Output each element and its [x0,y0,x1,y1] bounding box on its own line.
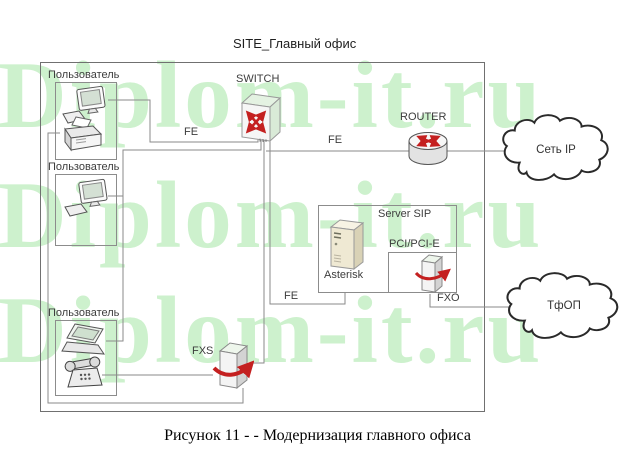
line-user1-pc-to-switch [108,99,259,143]
fax-icon [56,114,106,163]
user2-label: Пользователь [48,161,120,173]
switch-label: SWITCH [236,73,280,85]
pci-label: PCI/PCI-E [389,238,440,250]
site-title: SITE_Главный офис [233,36,357,51]
cloud-pstn-shape [502,270,626,349]
line-switch-to-fxs [251,139,265,364]
fxo-card-icon [414,250,452,301]
figure-caption: Рисунок 11 - - Модернизация главного офи… [164,427,471,444]
pstn-label: ТфОП [547,300,581,312]
line-fax-to-fxs [47,132,244,404]
fxs-gateway-icon [212,339,255,396]
ip-network-label: Сеть IP [536,144,576,156]
fe-link-label: FE [184,126,199,138]
line-fxo-to-pstn [429,294,515,308]
cloud-ip-shape [498,112,616,191]
desktop-computer-icon [62,178,112,223]
fe-link-label: FE [284,290,299,302]
server-sip-label: Server SIP [378,208,432,220]
asterisk-label: Asterisk [324,269,364,281]
user2-box [55,174,117,246]
line-switch-to-server [269,139,346,305]
user3-box [55,320,117,396]
fe-link-label: FE [328,134,343,146]
router-icon [406,127,450,176]
server-tower-icon [327,217,367,278]
user3-label: Пользователь [48,307,120,319]
pci-box [388,252,457,293]
laptop-icon [60,322,110,367]
fxs-label: FXS [192,345,214,357]
line-user3-laptop-to-switch [106,139,262,342]
user1-label: Пользователь [48,69,120,81]
fxo-label: FXO [437,292,460,304]
telephone-icon [64,356,106,397]
server-sip-box [318,205,457,293]
router-label: ROUTER [400,111,447,123]
desktop-computer-icon [60,85,110,130]
site-boundary-box [40,62,485,412]
user1-box [55,82,117,160]
switch-icon [237,90,285,147]
